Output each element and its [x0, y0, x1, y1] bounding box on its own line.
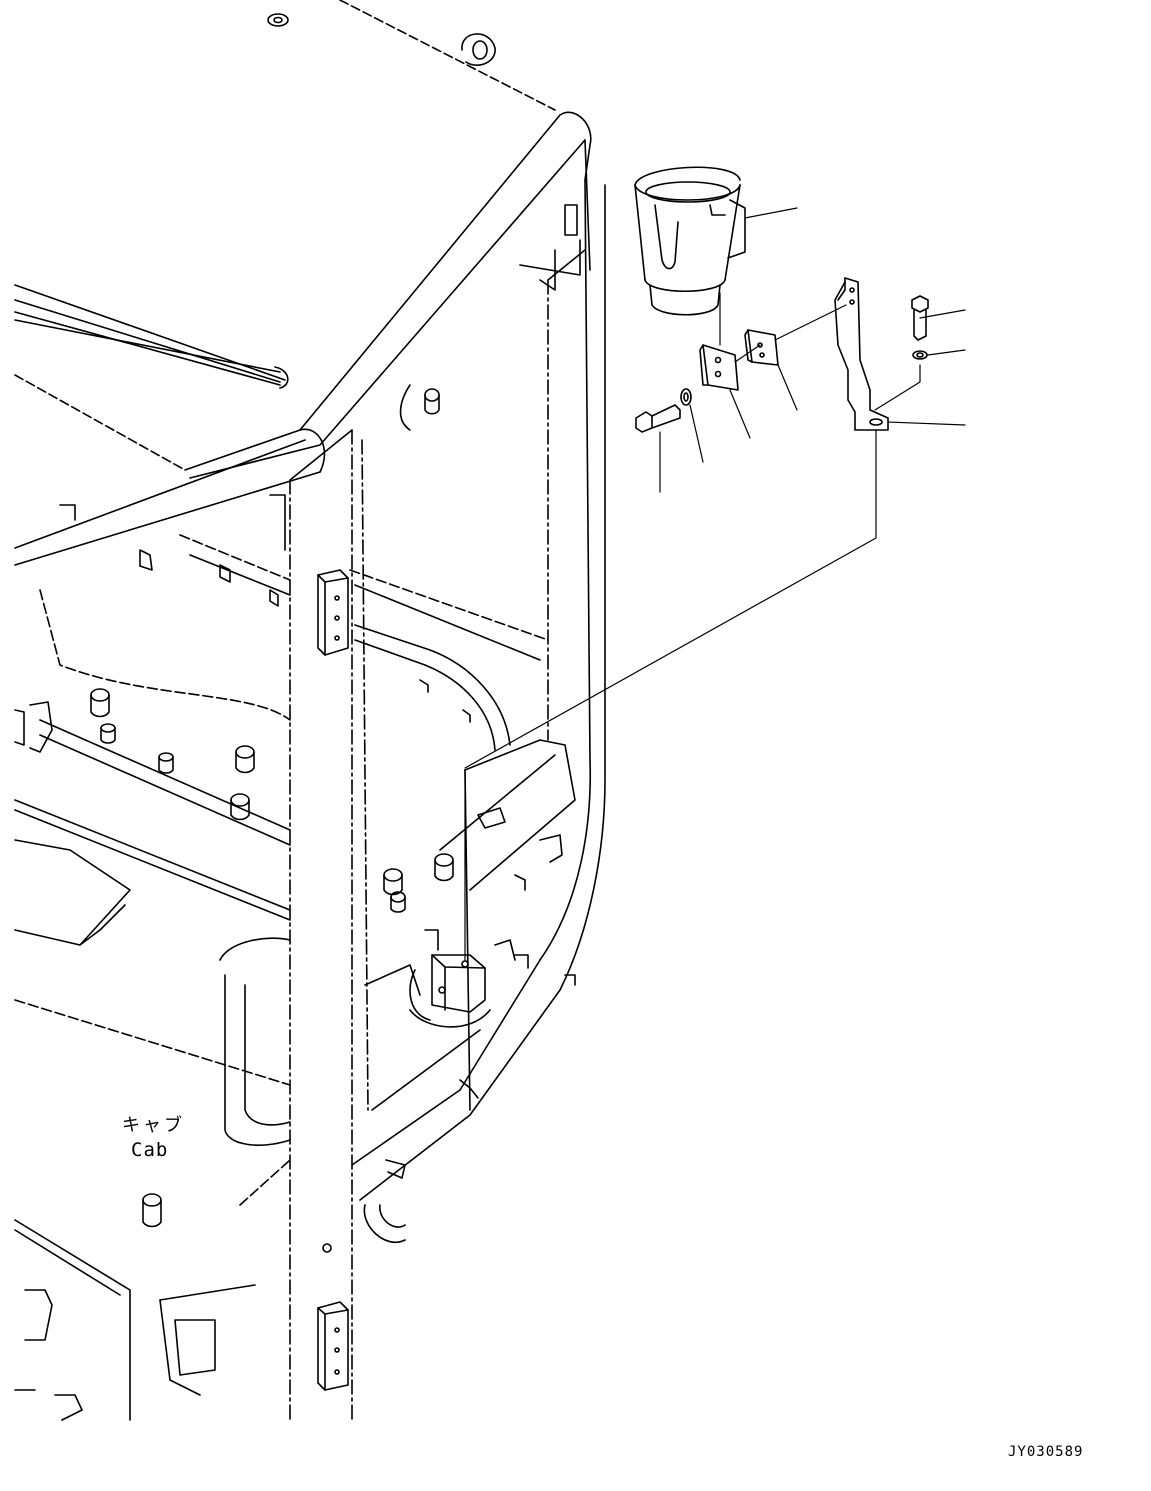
bolt-right: [911, 295, 929, 341]
l-bracket: [834, 277, 889, 431]
cab-interior-frame: [14, 534, 549, 1421]
cab-pillars: [289, 279, 549, 1421]
washer-small: [680, 388, 692, 406]
drawing-reference-code: JY030589: [1008, 1444, 1084, 1460]
cab-label-japanese: キャブ: [122, 1115, 185, 1136]
bolt-small: [635, 404, 681, 433]
cab-clips: [14, 494, 576, 1421]
front-right-pillar: [351, 179, 606, 1201]
mount-plate: [699, 344, 739, 391]
cab-pillar-edges: [289, 249, 586, 481]
leader-lines: [464, 207, 966, 961]
side-panel: [219, 739, 576, 1146]
washer-right: [912, 350, 928, 360]
cab-roof: [14, 0, 556, 471]
cab-mount-bracket: [409, 929, 516, 1028]
cab-label-english: Cab: [131, 1139, 169, 1161]
cup-holder: [634, 166, 746, 316]
cab-bosses: [90, 384, 454, 1253]
clip-bracket: [744, 329, 779, 366]
roof-front-beam: [14, 111, 592, 566]
cab-mount-blocks: [317, 569, 349, 1391]
